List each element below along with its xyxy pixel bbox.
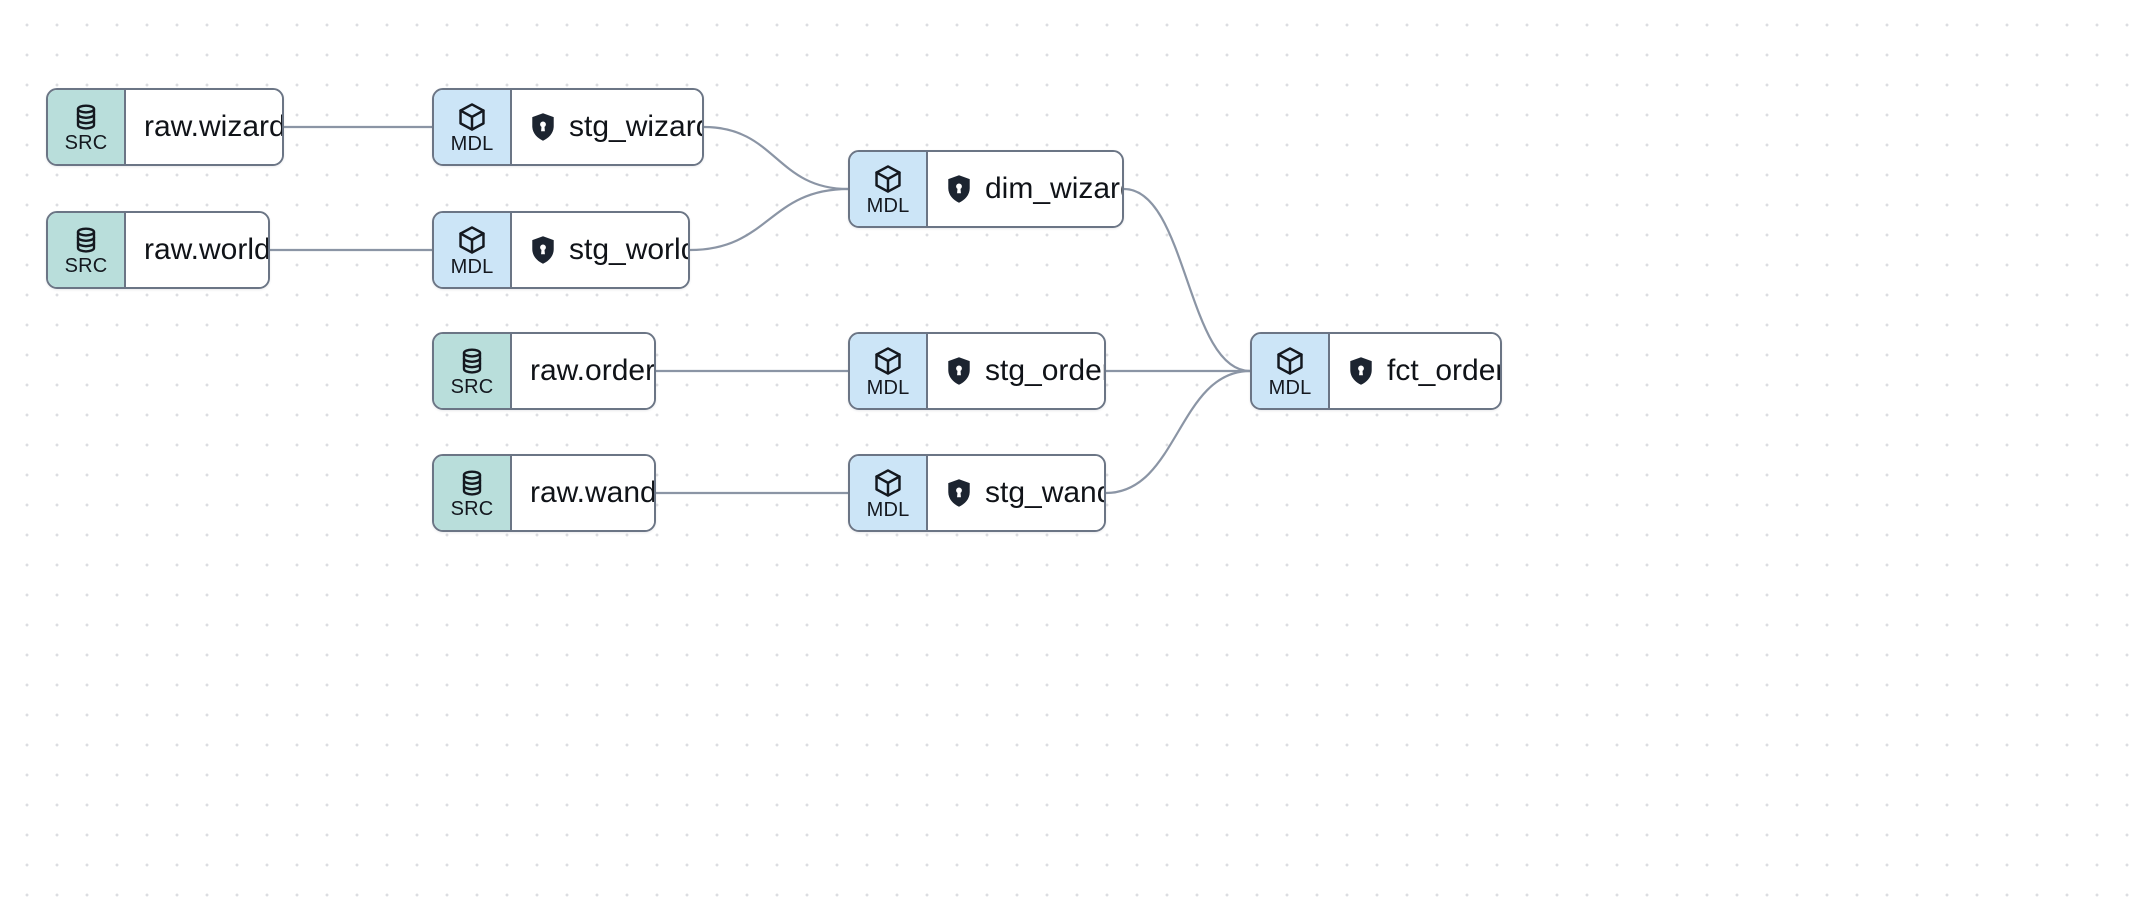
node-badge-src: SRC <box>434 334 512 408</box>
node-body: stg_worlds <box>512 213 688 287</box>
node-badge-label: SRC <box>64 254 108 277</box>
node-badge-label: MDL <box>450 255 494 278</box>
cube-icon <box>875 164 901 193</box>
node-body: raw.wands <box>512 456 656 530</box>
node-badge-mdl: MDL <box>850 334 928 408</box>
node-badge-src: SRC <box>48 90 126 164</box>
node-body: stg_wands <box>928 456 1104 530</box>
node-badge-label: SRC <box>450 375 494 398</box>
node-label: stg_orders <box>985 354 1104 387</box>
node-badge-src: SRC <box>434 456 512 530</box>
shield-lock-icon <box>1350 357 1372 385</box>
node-body: stg_wizards <box>512 90 702 164</box>
edge-stg_wizards-to-dim_wizards[interactable] <box>702 125 850 191</box>
node-label: stg_worlds <box>569 233 688 266</box>
shield-lock-icon <box>948 357 970 385</box>
cube-icon <box>459 225 485 254</box>
edge-stg_wands-to-fct_orders[interactable] <box>1104 369 1252 495</box>
node-body: fct_orders <box>1330 334 1500 408</box>
database-icon <box>76 226 96 253</box>
node-body: raw.wizards <box>126 90 282 164</box>
node-label: dim_wizards <box>985 172 1122 205</box>
edge-dim_wizards-to-fct_orders[interactable] <box>1122 187 1252 373</box>
node-badge-label: SRC <box>64 131 108 154</box>
cube-icon <box>875 346 901 375</box>
node-label: stg_wizards <box>569 110 702 143</box>
node-label: raw.wands <box>530 476 656 509</box>
node-label: raw.orders <box>530 354 656 387</box>
shield-lock-icon <box>948 479 970 507</box>
node-badge-label: MDL <box>866 498 910 521</box>
shield-lock-icon <box>532 113 554 141</box>
node-badge-mdl: MDL <box>434 90 512 164</box>
node-raw_worlds[interactable]: SRC raw.worlds <box>46 211 270 289</box>
node-dim_wizards[interactable]: MDL dim_wizards <box>848 150 1124 228</box>
node-raw_wizards[interactable]: SRC raw.wizards <box>46 88 284 166</box>
cube-icon <box>459 102 485 131</box>
database-icon <box>462 469 482 496</box>
node-body: dim_wizards <box>928 152 1122 226</box>
node-fct_orders[interactable]: MDL fct_orders <box>1250 332 1502 410</box>
database-icon <box>462 347 482 374</box>
node-stg_orders[interactable]: MDL stg_orders <box>848 332 1106 410</box>
cube-icon <box>875 468 901 497</box>
node-badge-label: MDL <box>450 132 494 155</box>
node-label: raw.worlds <box>144 233 270 266</box>
node-stg_wizards[interactable]: MDL stg_wizards <box>432 88 704 166</box>
node-badge-mdl: MDL <box>434 213 512 287</box>
node-stg_wands[interactable]: MDL stg_wands <box>848 454 1106 532</box>
node-badge-mdl: MDL <box>850 152 928 226</box>
node-badge-label: MDL <box>866 376 910 399</box>
node-raw_orders[interactable]: SRC raw.orders <box>432 332 656 410</box>
database-icon <box>76 103 96 130</box>
node-body: stg_orders <box>928 334 1104 408</box>
node-label: fct_orders <box>1387 354 1500 387</box>
node-badge-label: SRC <box>450 497 494 520</box>
node-stg_worlds[interactable]: MDL stg_worlds <box>432 211 690 289</box>
node-badge-mdl: MDL <box>1252 334 1330 408</box>
node-label: stg_wands <box>985 476 1104 509</box>
cube-icon <box>1277 346 1303 375</box>
edge-stg_worlds-to-dim_wizards[interactable] <box>688 187 850 252</box>
node-badge-src: SRC <box>48 213 126 287</box>
node-badge-label: MDL <box>866 194 910 217</box>
node-badge-label: MDL <box>1268 376 1312 399</box>
node-body: raw.orders <box>512 334 656 408</box>
node-body: raw.worlds <box>126 213 270 287</box>
node-badge-mdl: MDL <box>850 456 928 530</box>
shield-lock-icon <box>532 236 554 264</box>
shield-lock-icon <box>948 175 970 203</box>
node-raw_wands[interactable]: SRC raw.wands <box>432 454 656 532</box>
node-label: raw.wizards <box>144 110 282 143</box>
